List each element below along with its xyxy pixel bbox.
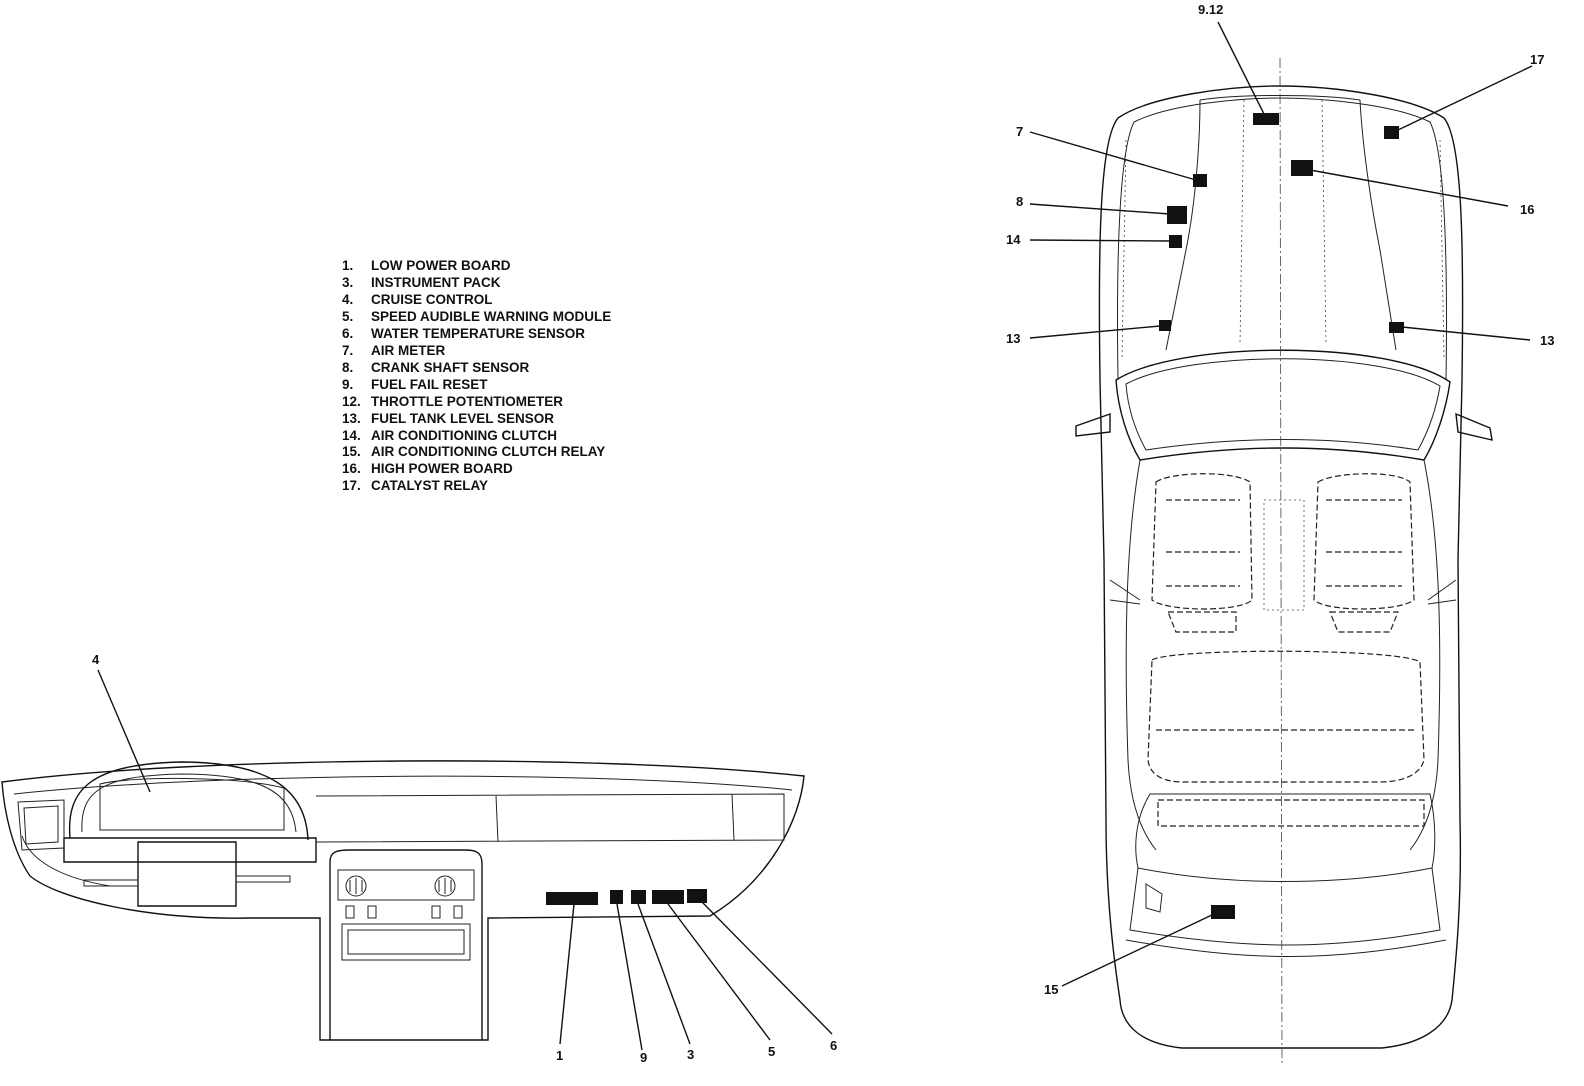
legend-number: 14. — [342, 427, 361, 443]
legend-number: 8. — [342, 359, 354, 375]
car-top-view-drawing — [1029, 21, 1533, 1065]
legend-number: 6. — [342, 325, 354, 341]
legend-item-15: 15. AIR CONDITIONING CLUTCH RELAY — [342, 444, 611, 461]
legend-number: 1. — [342, 258, 354, 273]
legend-number: 9. — [342, 376, 354, 392]
component-legend: 1. LOW POWER BOARD 3. INSTRUMENT PACK 4. CR… — [342, 258, 611, 495]
legend-number: 5. — [342, 308, 354, 324]
low-power-board-marker — [546, 892, 598, 905]
callout-6: 6 — [830, 1038, 837, 1053]
fuel-fail-reset-marker — [610, 890, 623, 904]
speed-audible-warning-module-marker — [652, 890, 684, 904]
legend-item-16: 16. HIGH POWER BOARD — [342, 461, 611, 478]
legend-item-6: 6. WATER TEMPERATURE SENSOR — [342, 326, 611, 343]
callout-14: 14 — [1006, 232, 1021, 247]
legend-number: 4. — [342, 291, 354, 307]
callout-9-12: 9.12 — [1198, 2, 1223, 17]
fuel-tank-level-sensor-left-marker — [1159, 320, 1171, 331]
legend-label: CRUISE CONTROL — [371, 291, 493, 307]
legend-item-14: 14. AIR CONDITIONING CLUTCH — [342, 428, 611, 445]
legend-label: WATER TEMPERATURE SENSOR — [371, 325, 586, 341]
legend-label: AIR METER — [371, 342, 446, 358]
legend-label: AIR CONDITIONING CLUTCH — [371, 427, 557, 443]
legend-number: 17. — [342, 478, 361, 494]
dashboard-drawing — [1, 669, 833, 1051]
legend-item-1: 1. LOW POWER BOARD — [342, 258, 611, 275]
high-power-board-marker — [1291, 160, 1313, 176]
legend-item-9: 9. FUEL FAIL RESET — [342, 377, 611, 394]
legend-label: FUEL FAIL RESET — [371, 376, 488, 392]
legend-label: FUEL TANK LEVEL SENSOR — [371, 410, 555, 426]
legend-item-8: 8. CRANK SHAFT SENSOR — [342, 360, 611, 377]
air-conditioning-clutch-marker — [1169, 235, 1182, 248]
legend-item-4: 4. CRUISE CONTROL — [342, 292, 611, 309]
callout-16: 16 — [1520, 202, 1534, 217]
legend-label: HIGH POWER BOARD — [371, 461, 513, 477]
legend-label: CRANK SHAFT SENSOR — [371, 359, 530, 375]
callout-1: 1 — [556, 1048, 563, 1063]
callout-15: 15 — [1044, 982, 1058, 997]
callout-7: 7 — [1016, 124, 1023, 139]
legend-label: SPEED AUDIBLE WARNING MODULE — [371, 308, 612, 324]
legend-number: 7. — [342, 342, 354, 358]
air-conditioning-clutch-relay-marker — [1211, 905, 1235, 919]
callout-8: 8 — [1016, 194, 1023, 209]
callout-9: 9 — [640, 1050, 647, 1065]
callout-17: 17 — [1530, 52, 1544, 67]
legend-number: 3. — [342, 274, 354, 290]
legend-number: 13. — [342, 410, 361, 426]
legend-item-3: 3. INSTRUMENT PACK — [342, 275, 611, 292]
legend-number: 16. — [342, 461, 361, 477]
legend-label: AIR CONDITIONING CLUTCH RELAY — [371, 444, 606, 460]
callout-5: 5 — [768, 1044, 775, 1059]
legend-item-7: 7. AIR METER — [342, 343, 611, 360]
legend-item-12: 12. THROTTLE POTENTIOMETER — [342, 394, 611, 411]
instrument-pack-marker — [631, 890, 646, 904]
air-meter-marker — [1193, 174, 1207, 187]
callout-13-left: 13 — [1006, 331, 1020, 346]
legend-label: CATALYST RELAY — [371, 478, 489, 494]
legend-label: THROTTLE POTENTIOMETER — [371, 393, 563, 409]
throttle-potentiometer-marker — [1253, 113, 1279, 125]
callout-4: 4 — [92, 652, 100, 667]
legend-number: 15. — [342, 444, 361, 460]
water-temperature-sensor-marker — [687, 889, 707, 903]
legend-item-17: 17. CATALYST RELAY — [342, 478, 611, 495]
catalyst-relay-marker — [1384, 126, 1399, 139]
legend-item-13: 13. FUEL TANK LEVEL SENSOR — [342, 411, 611, 428]
crank-shaft-sensor-marker — [1167, 206, 1187, 224]
fuel-tank-level-sensor-right-marker — [1389, 322, 1404, 333]
legend-label: INSTRUMENT PACK — [371, 274, 501, 290]
legend-label: LOW POWER BOARD — [371, 258, 511, 273]
legend-number: 12. — [342, 393, 361, 409]
callout-3: 3 — [687, 1047, 694, 1062]
legend-item-5: 5. SPEED AUDIBLE WARNING MODULE — [342, 309, 611, 326]
callout-13-right: 13 — [1540, 333, 1554, 348]
